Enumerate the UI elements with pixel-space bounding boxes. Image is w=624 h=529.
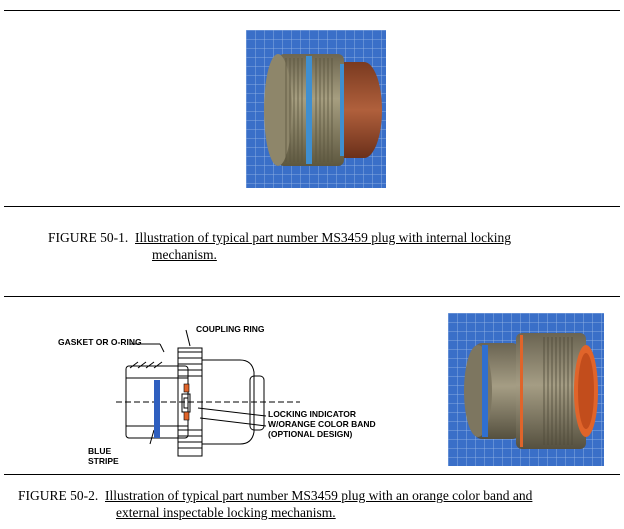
optional-design-label: (OPTIONAL DESIGN) [268, 429, 353, 439]
figure-50-2-top-rule [4, 296, 620, 297]
figure-50-2-number: FIGURE 50-2. [18, 488, 99, 503]
figure-50-1-caption: FIGURE 50-1. Illustration of typical par… [48, 229, 618, 246]
figure-50-1-number: FIGURE 50-1. [48, 230, 129, 245]
top-rule [4, 10, 620, 11]
gasket-label: GASKET OR O-RING [58, 337, 142, 347]
figure-50-1-photo [246, 30, 386, 188]
blue-stripe-label: BLUE [88, 446, 112, 456]
figure-50-1-caption-line1: Illustration of typical part number MS34… [135, 230, 512, 245]
figure-50-2-caption-line2: external inspectable locking mechanism. [116, 505, 336, 520]
figure-50-1-rule [4, 206, 620, 207]
figure-50-1-caption-cont: mechanism. [152, 246, 217, 263]
blue-stripe-label-2: STRIPE [88, 456, 119, 466]
figure-50-2-caption-cont: external inspectable locking mechanism. [116, 504, 336, 521]
figure-50-1-caption-line2: mechanism. [152, 247, 217, 262]
figure-50-2-caption-line1: Illustration of typical part number MS34… [105, 488, 533, 503]
locking-indicator-label: LOCKING INDICATOR [268, 409, 356, 419]
figure-50-2-rule [4, 474, 620, 475]
figure-50-2-diagram [60, 318, 400, 468]
coupling-ring-label: COUPLING RING [196, 324, 265, 334]
orange-band-label: W/ORANGE COLOR BAND [268, 419, 376, 429]
figure-50-2-caption: FIGURE 50-2. Illustration of typical par… [18, 487, 622, 504]
figure-50-2-photo [448, 313, 604, 466]
